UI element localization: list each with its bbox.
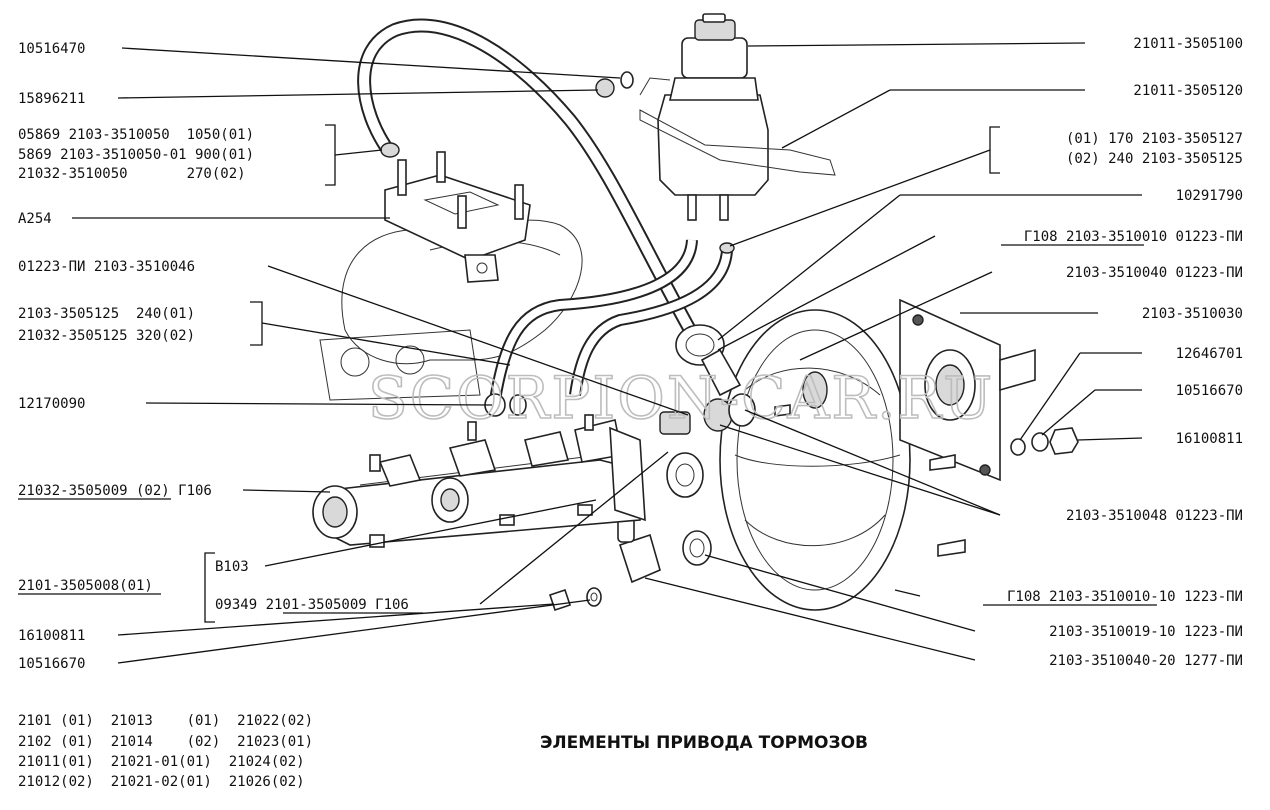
vacuum-booster: [719, 298, 1036, 611]
label-pipe-line-1: 2103-3505125 240(01): [18, 306, 195, 322]
label-3510010: Г108 2103-3510010 01223-ПИ: [1024, 229, 1243, 245]
leader-lines: [72, 42, 1143, 664]
label-3510030: 2103-3510030: [1142, 306, 1243, 322]
label-09349: 09349 2101-3505009 Г106: [215, 597, 409, 613]
check-valve: [617, 324, 756, 584]
label-12170090: 12170090: [18, 396, 85, 412]
label-15896211: 15896211: [18, 91, 85, 107]
label-16100811-bottom: 16100811: [18, 628, 85, 644]
label-a254: А254: [18, 211, 52, 227]
label-3510048: 2103-3510048 01223-ПИ: [1066, 508, 1243, 524]
watermark-text: SCORPION-CAR.RU: [368, 364, 994, 432]
label-3510040-20: 2103-3510040-20 1277-ПИ: [1049, 653, 1243, 669]
master-cylinder: [312, 414, 646, 548]
label-3510040: 2103-3510040 01223-ПИ: [1066, 265, 1243, 281]
label-3505008: 2101-3505008(01): [18, 578, 153, 594]
label-10516670-bottom: 10516670: [18, 656, 85, 672]
label-3510010-10: Г108 2103-3510010-10 1223-ПИ: [1007, 589, 1243, 605]
label-3505009: 21032-3505009 (02) Г106: [18, 483, 212, 499]
label-b103: В103: [215, 559, 249, 575]
small-hardware: [484, 71, 1079, 612]
model-line-3: 21011(01) 21021-01(01) 21024(02): [18, 754, 305, 770]
part-drawings: [312, 13, 1079, 612]
label-3505125: (02) 240 2103-3505125: [1066, 151, 1243, 167]
label-12646701: 12646701: [1176, 346, 1243, 362]
left-labels: 10516470 15896211 05869 2103-3510050 105…: [18, 41, 423, 672]
model-line-1: 2101 (01) 21013 (01) 21022(02): [18, 713, 313, 729]
label-16100811-right: 16100811: [1176, 431, 1243, 447]
label-hose-line-2: 5869 2103-3510050-01 900(01): [18, 147, 254, 163]
label-3505100: 21011-3505100: [1133, 36, 1243, 52]
label-3505127: (01) 170 2103-3505127: [1066, 131, 1243, 147]
intake-manifold: [319, 151, 583, 401]
label-hose-line-3: 21032-3510050 270(02): [18, 166, 246, 182]
model-line-4: 21012(02) 21021-02(01) 21026(02): [18, 774, 305, 790]
label-3510046: 01223-ПИ 2103-3510046: [18, 259, 195, 275]
diagram-title: ЭЛЕМЕНТЫ ПРИВОДА ТОРМОЗОВ: [540, 733, 868, 753]
reservoir-hoses: [489, 239, 735, 401]
right-labels: 21011-3505100 21011-3505120 (01) 170 210…: [983, 36, 1243, 669]
label-10291790: 10291790: [1176, 188, 1243, 204]
label-10516670-right: 10516670: [1176, 383, 1243, 399]
label-3510019-10: 2103-3510019-10 1223-ПИ: [1049, 624, 1243, 640]
model-line-2: 2102 (01) 21014 (02) 21023(01): [18, 734, 313, 750]
fluid-reservoir: [639, 13, 836, 221]
label-3505120: 21011-3505120: [1133, 83, 1243, 99]
label-10516470-top: 10516470: [18, 41, 85, 57]
label-pipe-line-2: 21032-3505125 320(02): [18, 328, 195, 344]
label-hose-line-1: 05869 2103-3510050 1050(01): [18, 127, 254, 143]
model-applicability-table: 2101 (01) 21013 (01) 21022(02) 2102 (01)…: [18, 713, 313, 790]
vacuum-hose: [357, 18, 697, 334]
